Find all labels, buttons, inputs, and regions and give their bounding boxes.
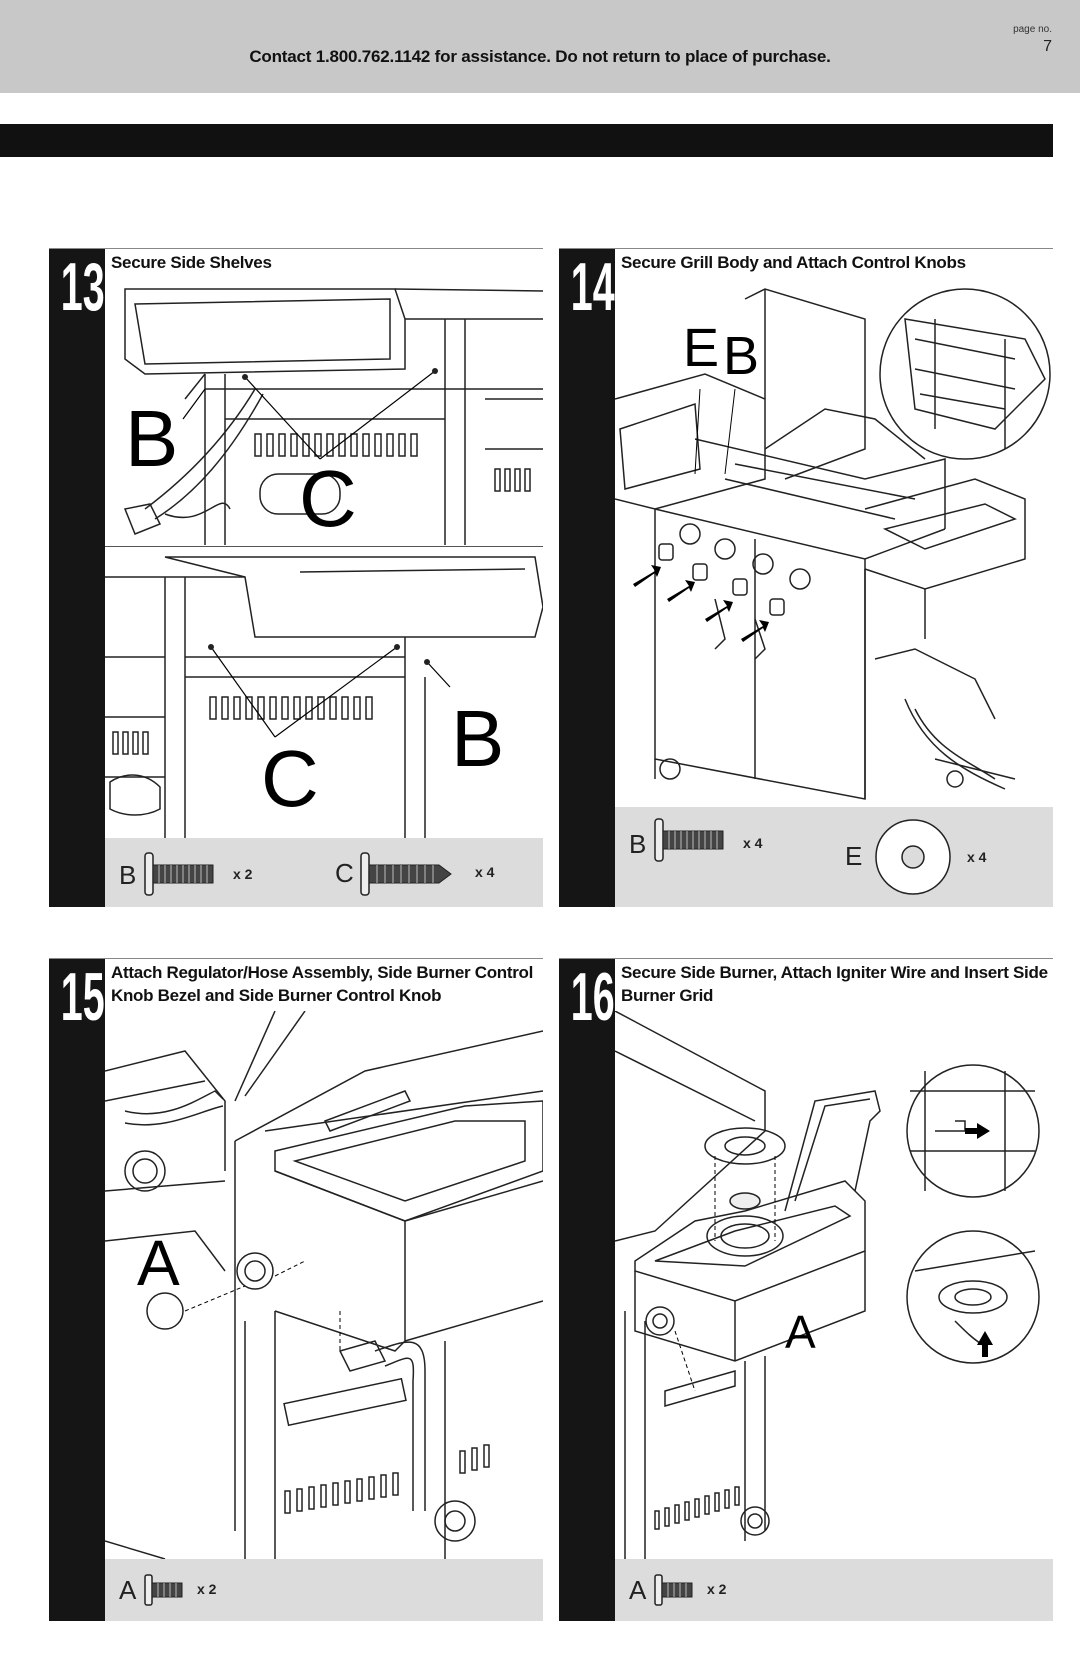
step-title: Secure Side Shelves <box>111 253 272 272</box>
callout-c: C <box>299 454 357 543</box>
step-number-strip: 16 <box>559 959 615 1621</box>
hardware-letter-e: E <box>845 841 863 871</box>
step-title: Secure Side Burner, Attach Igniter Wire … <box>621 961 1049 1007</box>
hardware-bar: B x 2 C x 4 <box>105 838 543 907</box>
hardware-letter-b: B <box>629 829 647 859</box>
callout-a: A <box>137 1227 180 1299</box>
step-14-panel: 14 Secure Grill Body and Attach Control … <box>559 248 1053 907</box>
callout-b: B <box>125 394 179 483</box>
illustration-side-shelf-right <box>105 546 543 839</box>
hardware-qty-a: x 2 <box>707 1581 727 1597</box>
callout-a: A <box>785 1306 816 1358</box>
illustration-regulator-hose <box>105 1011 543 1559</box>
illustration-grill-body <box>615 279 1053 807</box>
hardware-bar: A x 2 <box>105 1559 543 1621</box>
step-15-panel: 15 Attach Regulator/Hose Assembly, Side … <box>49 958 543 1621</box>
step-number: 14 <box>570 249 615 325</box>
bolt-a-icon <box>144 1574 183 1606</box>
hardware-letter-c: C <box>335 858 354 888</box>
hardware-bar: B x 4 E x 4 <box>615 807 1053 907</box>
step-number: 15 <box>60 959 105 1035</box>
hardware-qty-a: x 2 <box>197 1581 217 1597</box>
illustration-side-burner <box>615 1011 1053 1559</box>
page-number-label: page no. <box>1013 24 1052 35</box>
hardware-qty-c: x 4 <box>475 864 495 880</box>
step-title-line-1: Attach Regulator/Hose Assembly, Side Bur… <box>111 963 534 982</box>
hardware-qty-b: x 4 <box>743 835 763 851</box>
callout-e: E <box>683 318 720 378</box>
hardware-letter-a: A <box>629 1575 647 1605</box>
callout-c: C <box>261 734 319 823</box>
washer-e-icon <box>875 819 951 895</box>
header-band: page no. 7 Contact 1.800.762.1142 for as… <box>0 0 1080 93</box>
hardware-letter-b: B <box>119 860 137 890</box>
illustration-side-shelf-left <box>105 279 543 545</box>
hardware-qty-e: x 4 <box>967 849 987 865</box>
step-title: Secure Grill Body and Attach Control Kno… <box>621 253 966 272</box>
step-title: Attach Regulator/Hose Assembly, Side Bur… <box>111 961 539 1007</box>
step-16-panel: 16 Secure Side Burner, Attach Igniter Wi… <box>559 958 1053 1621</box>
step-title-line-2: Burner Grid <box>621 986 714 1005</box>
step-title-line-1: Secure Side Burner, Attach Igniter Wire … <box>621 963 1048 982</box>
step-13-panel: 13 Secure Side Shelves <box>49 248 543 907</box>
bolt-a-icon <box>654 1574 693 1606</box>
hardware-bar: A x 2 <box>615 1559 1053 1621</box>
step-number-strip: 14 <box>559 249 615 907</box>
step-number-strip: 15 <box>49 959 105 1621</box>
step-number: 16 <box>570 959 615 1035</box>
step-number: 13 <box>60 249 105 325</box>
hardware-letter-a: A <box>119 1575 137 1605</box>
contact-line: Contact 1.800.762.1142 for assistance. D… <box>249 47 831 66</box>
hardware-qty-b: x 2 <box>233 866 253 882</box>
bolt-b-icon <box>654 818 724 862</box>
step-title-line-2: Knob Bezel and Side Burner Control Knob <box>111 986 442 1005</box>
step-number-strip: 13 <box>49 249 105 907</box>
callout-b: B <box>451 694 505 783</box>
callout-b: B <box>723 326 760 386</box>
bolt-c-icon <box>360 852 452 896</box>
section-bar <box>0 124 1053 157</box>
page-number: 7 <box>1043 38 1052 55</box>
bolt-b-icon <box>144 852 214 896</box>
